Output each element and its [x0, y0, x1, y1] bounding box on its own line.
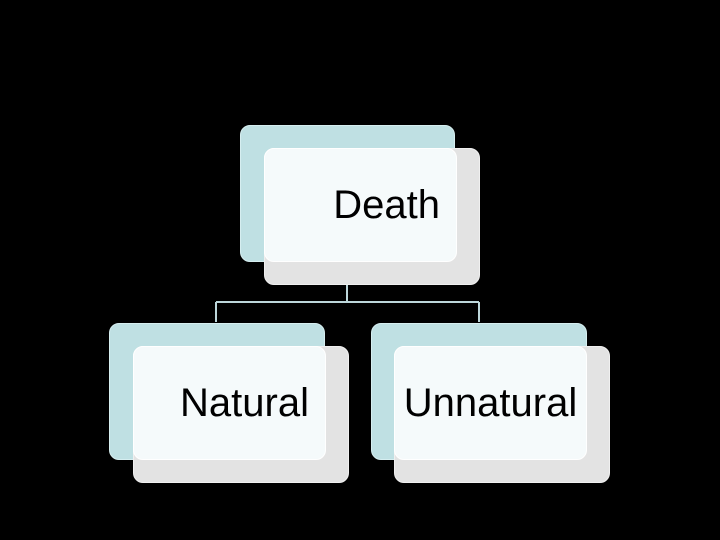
- root-node-label: Death: [333, 183, 440, 227]
- child-unnatural-label: Unnatural: [403, 381, 578, 425]
- child-natural-box: Natural: [133, 346, 326, 460]
- child-natural-label: Natural: [180, 381, 309, 425]
- child-unnatural-box: Unnatural: [394, 346, 587, 460]
- root-node-box: Death: [264, 148, 457, 262]
